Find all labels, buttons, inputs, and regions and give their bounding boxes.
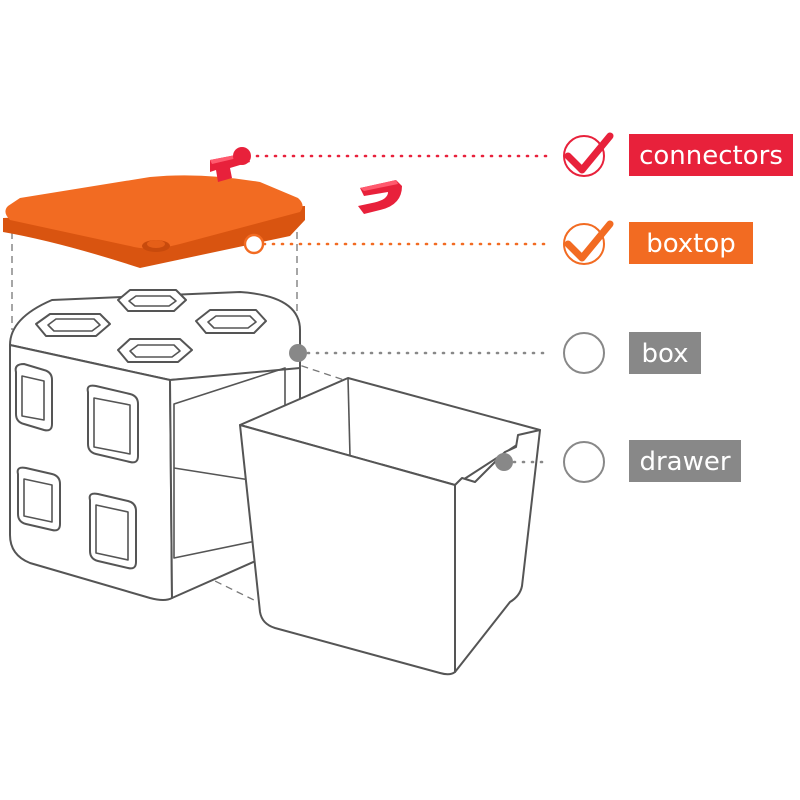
box	[9, 289, 301, 601]
callout-box	[289, 344, 550, 362]
callout-boxtop	[243, 233, 550, 255]
legend-label-bg	[629, 134, 793, 176]
empty-circle-icon	[563, 441, 605, 483]
legend-item-box[interactable]: box	[563, 332, 701, 374]
empty-circle-icon	[563, 332, 605, 374]
callouts	[233, 147, 550, 471]
callout-dot-drawer	[495, 453, 513, 471]
boxtop	[3, 175, 305, 268]
legend-item-connectors[interactable]: connectors	[563, 132, 793, 177]
legend-label-bg	[629, 222, 753, 264]
callout-dot-boxtop	[243, 233, 265, 255]
boxtop-surface	[5, 175, 303, 249]
top-bumps	[35, 289, 267, 363]
legend-label-bg	[629, 332, 701, 374]
checkmark-icon	[564, 132, 614, 174]
legend-label-box: box	[642, 339, 689, 369]
callout-dot-connectors	[233, 147, 251, 165]
legend-label-boxtop: boxtop	[646, 229, 736, 259]
connector-piece-2	[358, 180, 402, 214]
legend-label-drawer: drawer	[639, 447, 730, 477]
side-bumps	[14, 363, 139, 570]
legend-item-drawer[interactable]: drawer	[563, 440, 741, 483]
legend-label-bg	[629, 440, 741, 482]
checkmark-icon	[564, 220, 614, 262]
callout-dot-box	[289, 344, 307, 362]
legend: connectors boxtop box drawer	[563, 132, 793, 483]
callout-drawer	[495, 453, 550, 471]
legend-item-boxtop[interactable]: boxtop	[563, 220, 753, 265]
legend-label-connectors: connectors	[639, 141, 783, 171]
drawer	[239, 377, 541, 676]
callout-connectors	[233, 147, 550, 165]
